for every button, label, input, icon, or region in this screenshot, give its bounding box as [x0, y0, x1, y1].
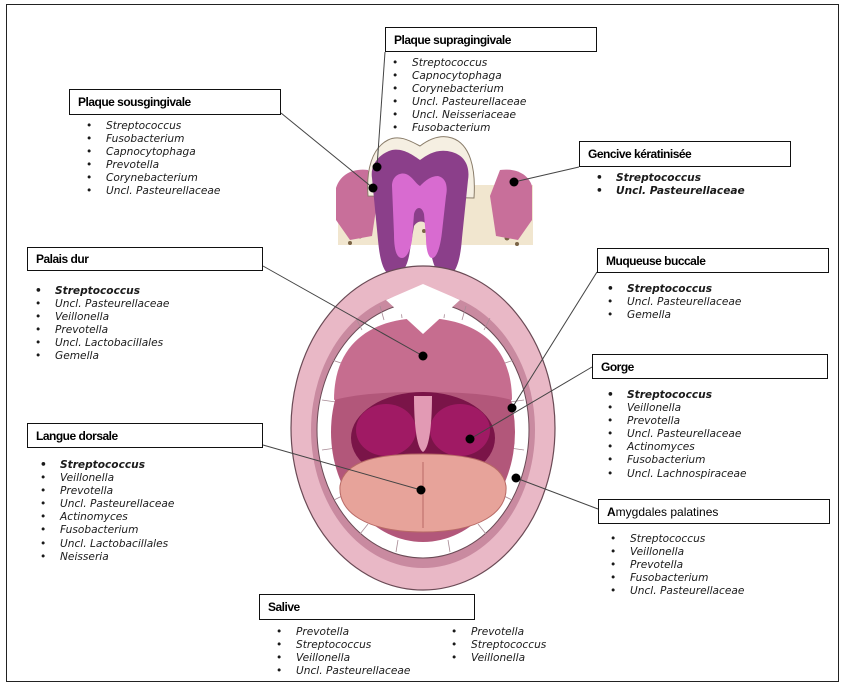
list-item: Uncl. Pasteurellaceae: [84, 185, 220, 198]
list-item: Uncl. Pasteurellaceae: [33, 298, 169, 311]
list-item: Capnocytophaga: [84, 146, 220, 159]
list-item: Streptococcus: [84, 120, 220, 133]
list-muqueuse-buccale: Streptococcus Uncl. Pasteurellaceae Geme…: [605, 283, 741, 322]
list-amygdales-palatines: Streptococcus Veillonella Prevotella Fus…: [608, 533, 744, 598]
list-item: Veillonella: [33, 311, 169, 324]
list-item: Gemella: [605, 309, 741, 322]
list-item: Streptococcus: [390, 57, 526, 70]
list-salive-col1: Prevotella Streptococcus Veillonella Unc…: [274, 626, 410, 678]
list-item: Fusobacterium: [605, 454, 747, 467]
list-item: Uncl. Pasteurellaceae: [274, 665, 410, 678]
list-item: Veillonella: [449, 652, 546, 665]
title-langue-dorsale: Langue dorsale: [27, 423, 263, 448]
list-item: Prevotella: [608, 559, 744, 572]
list-item: Veillonella: [608, 546, 744, 559]
list-item: Uncl. Pasteurellaceae: [390, 96, 526, 109]
list-item: Streptococcus: [594, 172, 745, 185]
list-item: Prevotella: [84, 159, 220, 172]
list-item: Prevotella: [449, 626, 546, 639]
list-item: Streptococcus: [33, 285, 169, 298]
list-item: Actinomyces: [38, 511, 174, 524]
list-item: Veillonella: [38, 472, 174, 485]
title-salive: Salive: [259, 594, 475, 620]
title-palais-dur: Palais dur: [27, 247, 263, 271]
list-item: Streptococcus: [608, 533, 744, 546]
list-item: Veillonella: [274, 652, 410, 665]
list-item: Uncl. Neisseriaceae: [390, 109, 526, 122]
list-item: Streptococcus: [605, 389, 747, 402]
tooth-illustration: [336, 137, 533, 276]
list-item: Uncl. Lactobacillales: [33, 337, 169, 350]
list-item: Corynebacterium: [390, 83, 526, 96]
list-gorge: Streptococcus Veillonella Prevotella Unc…: [605, 389, 747, 481]
list-item: Streptococcus: [274, 639, 410, 652]
list-item: Streptococcus: [38, 459, 174, 472]
list-item: Prevotella: [38, 485, 174, 498]
list-plaque-sousgingivale: Streptococcus Fusobacterium Capnocytopha…: [84, 120, 220, 199]
list-salive-col2: Prevotella Streptococcus Veillonella: [449, 626, 546, 665]
list-item: Streptococcus: [605, 283, 741, 296]
title-gencive-keratinisee: Gencive kératinisée: [579, 141, 791, 167]
list-item: Uncl. Lactobacillales: [38, 538, 174, 551]
list-item: Fusobacterium: [390, 122, 526, 135]
list-item: Corynebacterium: [84, 172, 220, 185]
list-item: Uncl. Lachnospiraceae: [605, 468, 747, 481]
list-item: Uncl. Pasteurellaceae: [608, 585, 744, 598]
list-item: Prevotella: [605, 415, 747, 428]
list-item: Neisseria: [38, 551, 174, 564]
list-item: Uncl. Pasteurellaceae: [605, 428, 747, 441]
list-palais-dur: Streptococcus Uncl. Pasteurellaceae Veil…: [33, 285, 169, 364]
list-gencive-keratinisee: Streptococcus Uncl. Pasteurellaceae: [594, 172, 745, 198]
list-item: Fusobacterium: [38, 524, 174, 537]
title-plaque-supragingivale: Plaque supragingivale: [385, 27, 597, 52]
title-gorge: Gorge: [592, 354, 828, 379]
list-item: Fusobacterium: [84, 133, 220, 146]
list-item: Uncl. Pasteurellaceae: [38, 498, 174, 511]
list-langue-dorsale: Streptococcus Veillonella Prevotella Unc…: [38, 459, 174, 564]
list-item: Fusobacterium: [608, 572, 744, 585]
list-item: Veillonella: [605, 402, 747, 415]
list-item: Capnocytophaga: [390, 70, 526, 83]
mouth-illustration: [291, 266, 555, 590]
list-item: Actinomyces: [605, 441, 747, 454]
title-muqueuse-buccale: Muqueuse buccale: [597, 248, 829, 273]
list-item: Uncl. Pasteurellaceae: [594, 185, 745, 198]
list-item: Prevotella: [274, 626, 410, 639]
list-item: Prevotella: [33, 324, 169, 337]
list-item: Gemella: [33, 350, 169, 363]
title-plaque-sousgingivale: Plaque sousgingivale: [69, 89, 281, 115]
list-item: Uncl. Pasteurellaceae: [605, 296, 741, 309]
list-plaque-supragingivale: Streptococcus Capnocytophaga Corynebacte…: [390, 57, 526, 136]
list-item: Streptococcus: [449, 639, 546, 652]
